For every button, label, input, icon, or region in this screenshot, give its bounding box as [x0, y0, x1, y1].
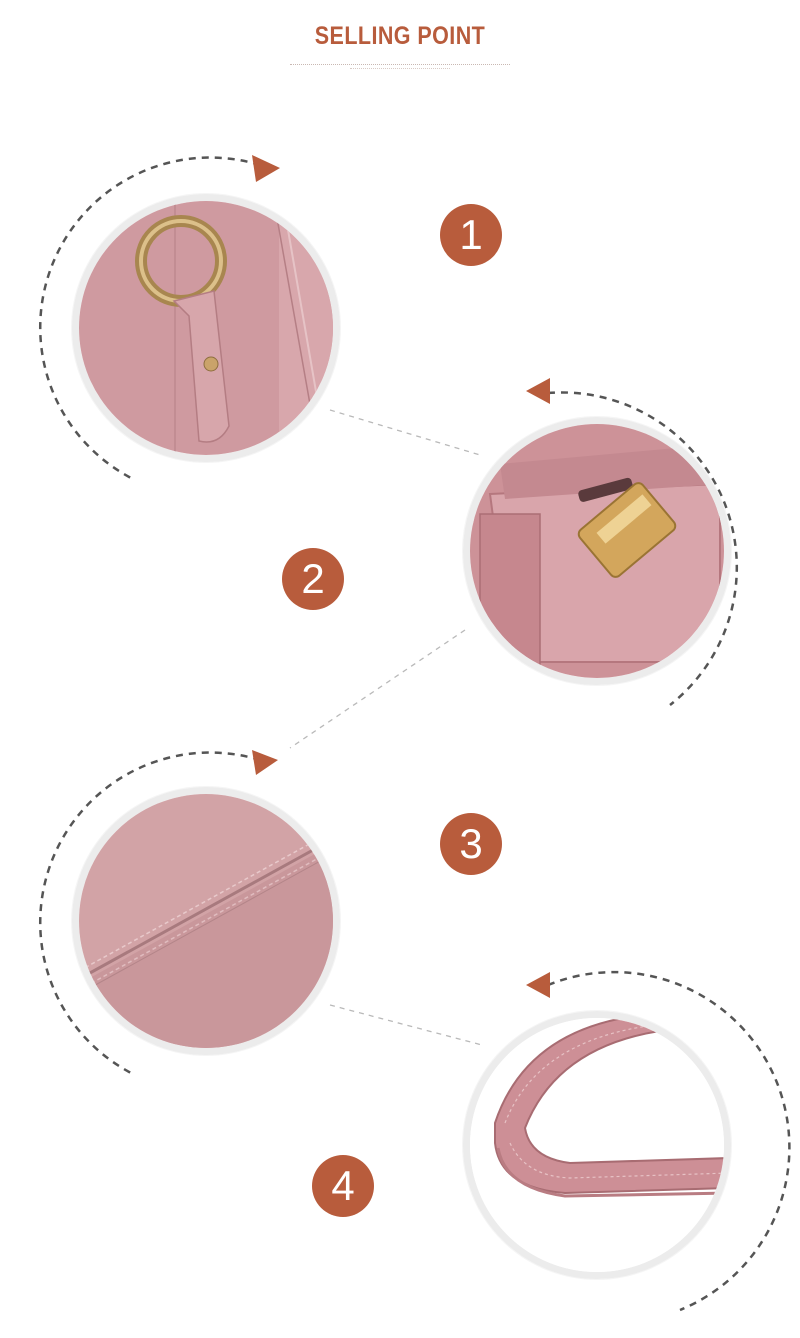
detail-circle-4	[463, 1011, 731, 1279]
metal-ring-buckle-icon	[79, 201, 333, 455]
connector-line-2	[289, 629, 466, 749]
detail-circle-1	[72, 194, 340, 462]
arrowhead-2	[526, 378, 550, 404]
arrowhead-3	[252, 750, 278, 775]
point-badge-3: 3	[440, 813, 502, 875]
connector-line-1	[329, 409, 481, 456]
point-badge-2: 2	[282, 548, 344, 610]
dashed-arc-1	[39, 156, 261, 482]
detail-circle-3	[72, 787, 340, 1055]
connector-line-3	[329, 1004, 483, 1046]
arrowhead-4	[526, 972, 550, 998]
title-divider	[290, 64, 510, 65]
gold-clasp-flap-icon	[470, 424, 724, 678]
detail-circle-2	[463, 417, 731, 685]
title-divider-secondary	[350, 68, 450, 69]
point-badge-1: 1	[440, 204, 502, 266]
arrowhead-1	[252, 155, 280, 182]
dashed-arc-3	[39, 751, 261, 1077]
page-title: SELLING POINT	[314, 22, 486, 50]
point-badge-4: 4	[312, 1155, 374, 1217]
stitched-leather-seam-icon	[79, 794, 333, 1048]
leather-strap-handle-icon	[470, 1018, 724, 1272]
dashed-arc-4	[547, 970, 791, 1312]
